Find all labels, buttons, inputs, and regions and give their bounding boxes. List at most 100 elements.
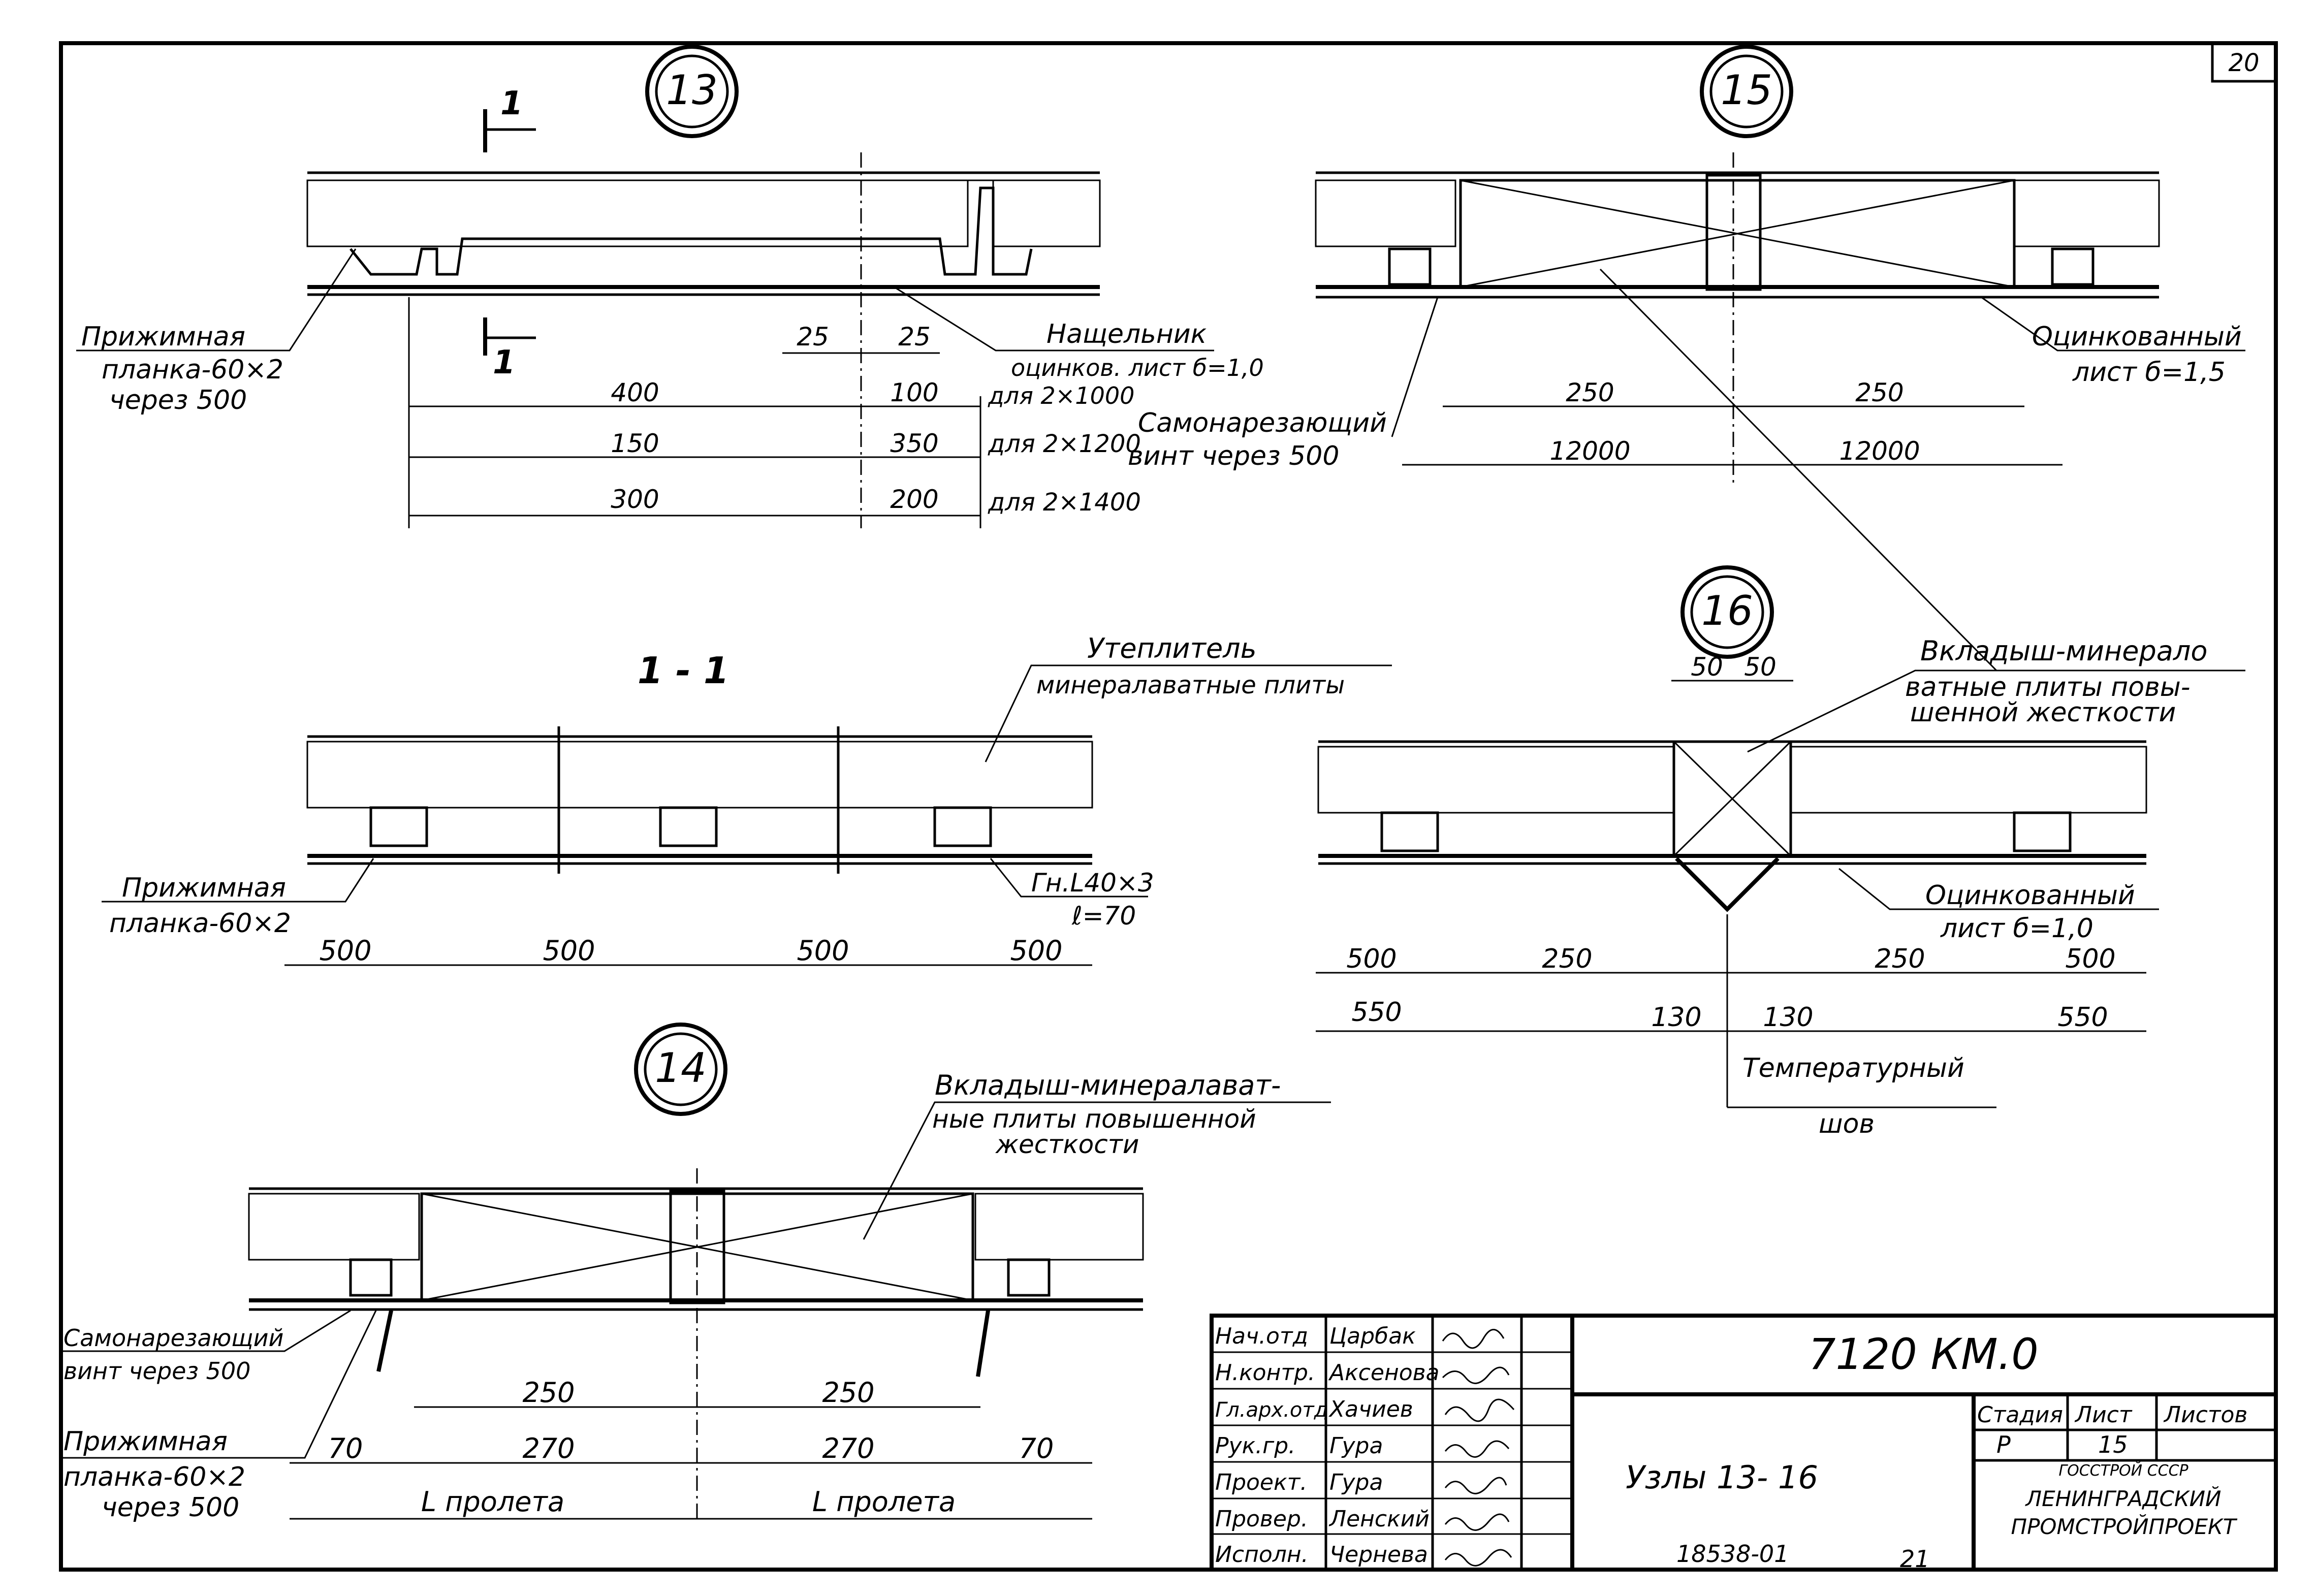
flashing-leader [894,286,1214,352]
n14-insert-callout-2: ные плиты повышенной [932,1104,1256,1134]
clamp-leader [76,248,357,352]
n14-dim-r2-1: 70 [328,1432,363,1464]
tb-person-7: Чернева [1329,1542,1428,1568]
node-16-marker [1680,565,1774,659]
dim-row3-note: для 2×1400 [988,488,1141,517]
n14-span-a: L пролета [421,1486,564,1518]
n16-dim-r2-1: 550 [1351,997,1402,1028]
s11-dim-1: 500 [319,935,371,967]
s11-insulation-leader [985,664,1392,762]
sheet-number: 20 [2228,49,2259,77]
n15-dim-d: 12000 [1839,436,1920,466]
tb-person-1: Царбак [1329,1323,1416,1349]
tb-sheet-header: Лист [2074,1402,2133,1428]
n16-channel-right [2013,811,2072,852]
n14-clamp-callout-1: Прижимная [64,1426,228,1457]
n16-insert-leader [1747,669,2245,753]
s11-clamp-callout-2: планка-60×2 [109,908,291,939]
tb-org-3: ПРОМСТРОЙПРОЕКТ [2011,1514,2238,1539]
n14-dim-r2-3: 270 [822,1432,874,1464]
dim-row2-note: для 2×1200 [988,430,1141,458]
dim-row2-a: 150 [611,429,659,458]
n14-clamp-callout-2: планка-60×2 [64,1462,245,1492]
n16-dim-r2-3: 130 [1763,1002,1813,1033]
clamp-callout-1: Прижимная [81,322,245,352]
tb-role-3: Гл.арх.отд [1215,1398,1328,1422]
s11-insulation [306,741,1093,809]
tb-role-7: Исполн. [1215,1542,1309,1568]
node-14-number: 14 [655,1044,707,1092]
n14-clamp-callout-3: через 500 [102,1492,239,1523]
s11-angle-callout-1: Гн.L40×3 [1031,868,1154,898]
n16-sheet-callout-1: Оцинкованный [1925,880,2135,911]
node-14-marker-inner [644,1032,718,1106]
n15-sheet-callout-1: Оцинкованный [2032,322,2242,352]
n15-insert-x2 [1460,179,2015,288]
node-15: 15 Оцинкованный лист б=1,5 250 250 12000… [1315,45,2245,672]
n14-screw-right [976,1310,990,1377]
page-number: 21 [1900,1545,1930,1573]
node-13-marker-inner [655,54,729,129]
section-mark-label-bottom: 1 [493,344,516,381]
n14-insulation-right [974,1193,1144,1261]
profile-left [350,186,1033,276]
node-15-marker-inner [1709,54,1784,129]
node-14: 14 Вкладыш-минералават- ные плиты повыше… [61,1023,1331,1524]
insulation-hatch-left [306,179,969,247]
s11-clamp-callout-1: Прижимная [122,873,286,903]
tb-name: Узлы 13- 16 [1626,1459,1818,1496]
n15-screw-leader [1391,297,1439,437]
n16-insert [1672,740,1792,857]
signature-1 [1442,1329,1505,1349]
s11-channel-2 [659,806,718,847]
n15-dim-b: 250 [1855,378,1903,407]
s11-dim-3: 500 [797,935,849,967]
n15-channel-right [2051,247,2095,286]
n15-sheet-callout-2: лист б=1,5 [2072,357,2226,388]
n14-insert-leader [863,1101,1331,1240]
n16-dim-r1-1: 500 [1346,944,1397,974]
node-16: 16 50 50 Вкладыш-минерало ватные плиты п… [1316,565,2245,1139]
node-13-number: 13 [666,67,718,114]
n14-insert-callout-1: Вкладыш-минералават- [935,1069,1281,1101]
tb-person-4: Гура [1329,1433,1383,1459]
n16-insulation-right [1790,746,2147,814]
flashing-callout-3: для 2×1000 [988,382,1134,409]
tb-org-2: ЛЕНИНГРАДСКИЙ [2025,1486,2222,1511]
s11-clamp-leader [102,858,374,903]
dim-row2-b: 350 [890,429,938,458]
n16-insert-callout-3: шенной жесткости [1910,697,2176,728]
section-title: 1 - 1 [638,649,729,692]
n16-joint-callout-2: шов [1819,1109,1875,1139]
section-1-1: 1 - 1 Утеплитель минералаватные плиты Пр… [102,632,1392,967]
tb-person-3: Хачиев [1328,1396,1413,1422]
node-16-number: 16 [1701,587,1753,634]
archive-number: 18538-01 [1676,1540,1789,1568]
node-14-marker [634,1023,727,1116]
node-15-number: 15 [1721,67,1772,114]
node-13: 13 1 1 Прижимная планка-60×2 через 500 Н… [76,45,1387,528]
s11-angle-callout-2: ℓ=70 [1071,901,1136,931]
n15-sheet-leader [1981,296,2245,352]
node-15-marker [1700,45,1793,138]
node-13-marker [645,45,739,138]
n16-dim-r1-2: 250 [1542,944,1592,974]
tb-code: 7120 КМ.0 [1809,1329,2039,1379]
s11-angle-leader [990,858,1148,898]
n14-dim-r1-1: 250 [522,1377,575,1409]
n16-expansion-v [1675,857,1780,912]
node-16-marker-inner [1690,575,1764,649]
n15-channel-left [1388,247,1432,286]
n14-channel-left [349,1258,393,1297]
tb-stage-header: Стадия [1977,1402,2063,1428]
n16-dim-top-a: 50 [1691,652,1723,682]
tb-role-4: Рук.гр. [1215,1433,1295,1459]
n15-insulation-right [2013,179,2160,247]
dim-row3-b: 200 [890,485,938,514]
n14-screw-callout-1: Самонарезающий [64,1324,283,1352]
s11-insulation-callout-1: Утеплитель [1087,632,1257,664]
n14-dim-r2-2: 270 [522,1432,575,1464]
clamp-callout-2: планка-60×2 [102,355,283,385]
dim-gap-a: 25 [797,322,829,352]
n16-sheet-callout-2: лист б=1,0 [1940,913,2093,944]
